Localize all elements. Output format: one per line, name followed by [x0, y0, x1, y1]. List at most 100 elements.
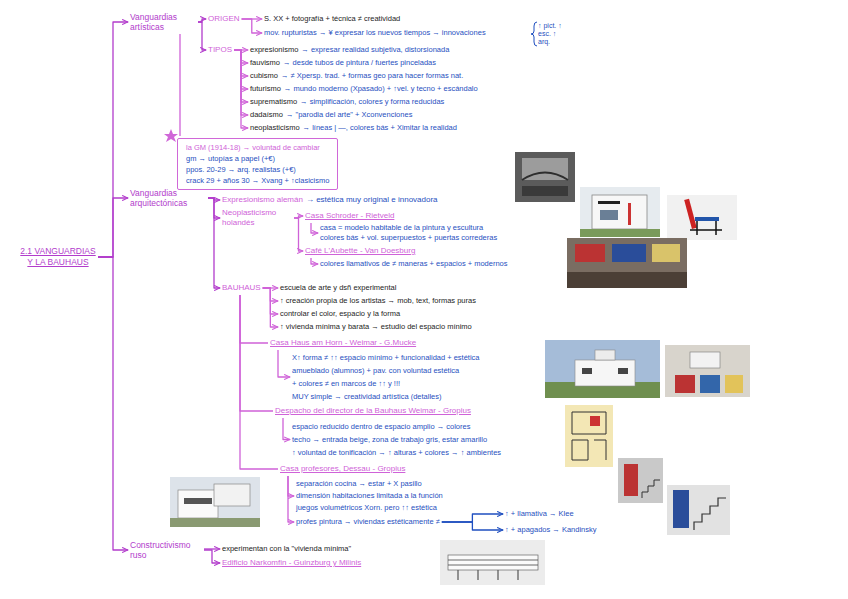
note-line: S. XX + fotografía + técnica ≠ creativid… — [264, 14, 400, 24]
node-text: separación cocina → estar + X pasillo — [296, 478, 443, 490]
photo-detail — [694, 498, 726, 530]
node-text: expresionismo — [250, 45, 298, 55]
branch-connector — [204, 550, 220, 563]
node-text: → líneas | —, colores bás + Ximitar la r… — [303, 123, 457, 133]
node-text: juegos volumétricos Xorn. pero ↑↑ estéti… — [296, 502, 443, 514]
work-title: Edificio Narkomfin - Guinzburg y Milinis — [222, 558, 361, 568]
photo-detail — [628, 203, 631, 225]
branch-connector — [98, 22, 128, 257]
node-text: la GM (1914-18) → voluntad de cambiar — [186, 142, 329, 153]
node-text: dimensión habitaciones limitada a la fun… — [296, 490, 443, 502]
node-text: Edificio Narkomfin - Guinzburg y Milinis — [222, 558, 361, 568]
node-text: cubismo — [250, 71, 278, 81]
branch-connector — [283, 418, 290, 440]
photo-detail — [624, 464, 638, 496]
subtopic: TIPOS — [208, 45, 232, 55]
style-item: neoplasticismo→ líneas | —, colores bás … — [250, 123, 457, 133]
node-text: fauvismo — [250, 58, 280, 68]
node-text: crack 29 + años 30 → Xvang + ↑clasicismo — [186, 175, 329, 186]
photo-detail — [522, 173, 568, 181]
node-text: Casa profesores, Dessau - Gropius — [280, 464, 405, 474]
node-text: ppos. 20-29 → arq. realistas (+€) — [186, 164, 329, 175]
note-line: ↑ + apagados → Kandinsky — [505, 525, 597, 535]
photo-detail — [690, 221, 722, 235]
note-line: profes pintura → viviendas estéticamente… — [296, 517, 440, 527]
photo-detail — [178, 490, 218, 518]
style-item: futurismo→ mundo moderno (Xpasado) + ↑ve… — [250, 84, 478, 94]
node-text: → expresar realidad subjetiva, distorsio… — [301, 45, 449, 55]
photo-detail — [725, 375, 743, 393]
work-title: Casa profesores, Dessau - Gropius — [280, 464, 405, 474]
photo — [667, 195, 737, 240]
node-text: + colores ≠ en marcos de ↑↑ y !!! — [292, 377, 480, 390]
style-item: suprematismo→ simplificación, colores y … — [250, 97, 444, 107]
photo — [667, 485, 730, 535]
bracket — [531, 22, 537, 46]
branch-connector — [442, 514, 503, 522]
node-text: gm → utopías a papel (+€) — [186, 153, 329, 164]
branch-connector — [278, 350, 290, 377]
node-text: ↑ + apagados → Kandinsky — [505, 525, 597, 535]
node-text: → estética muy original e innovadora — [306, 195, 438, 205]
branch-topic: Vanguardias arquitectónicas — [130, 188, 206, 208]
photo — [567, 238, 687, 288]
node-text: escuela de arte y dsñ experimental — [280, 283, 396, 293]
photo-detail — [170, 518, 260, 527]
node-text: Café L'Aubette - Van Doesburg — [305, 246, 415, 256]
branch-connector — [98, 198, 128, 257]
node-text: casa = modelo habitable de la pintura y … — [320, 223, 497, 233]
node-text: → desde tubos de pintura / fuertes pince… — [283, 58, 436, 68]
photo-detail — [590, 416, 600, 426]
branch-connector — [311, 258, 318, 264]
photo-detail — [673, 490, 689, 528]
node-text: controlar el color, espacio y la forma — [280, 309, 400, 319]
work-title: Casa Haus am Horn - Weimar - G.Mucke — [270, 338, 416, 348]
node-text: ↑ vivienda mínima y barata → estudio del… — [280, 322, 472, 332]
branch-connector — [198, 22, 206, 50]
branch-connector — [288, 476, 294, 522]
subtopic: Expresionismo alemán→ estética muy origi… — [222, 195, 438, 205]
photo-detail — [595, 350, 615, 360]
star-symbol — [164, 129, 178, 142]
node-text: ↑ voluntad de tonificación → ↑ alturas +… — [292, 446, 501, 459]
node-text: espacio reducido dentro de espacio ampli… — [292, 420, 501, 433]
note-line: escuela de arte y dsñ experimental — [280, 283, 396, 293]
node-text: → mundo moderno (Xpasado) + ↑vel. y tecn… — [284, 84, 478, 94]
note-line: controlar el color, espacio y la forma — [280, 309, 400, 319]
photo — [545, 340, 660, 398]
node-text: → ≠ Xpersp. trad. + formas geo para hace… — [281, 71, 463, 81]
photo-detail — [592, 195, 647, 229]
branch-connector — [242, 19, 262, 33]
photo-detail — [675, 375, 695, 393]
style-item: cubismo→ ≠ Xpersp. trad. + formas geo pa… — [250, 71, 463, 81]
photo-detail — [695, 217, 719, 221]
node-text: BAUHAUS — [222, 283, 261, 293]
node-text: colores llamativos de ≠ maneras + espaci… — [320, 259, 508, 269]
note-line: ↑ vivienda mínima y barata → estudio del… — [280, 322, 472, 332]
photo-detail — [580, 229, 660, 237]
node-text: Casa Schroder - Rietveld — [305, 211, 394, 221]
photo-detail — [618, 368, 628, 374]
style-item: fauvismo→ desde tubos de pintura / fuert… — [250, 58, 436, 68]
node-text: suprematismo — [250, 97, 297, 107]
node-text: 2.1 VANGUARDIAS Y LA BAUHAUS — [20, 246, 96, 268]
node-text: futurismo — [250, 84, 281, 94]
note-lines: separación cocina → estar + X pasillodim… — [296, 478, 443, 514]
branch-topic: Constructivismo ruso — [130, 540, 202, 560]
root-topic: 2.1 VANGUARDIAS Y LA BAUHAUS — [20, 246, 96, 268]
branch-connector — [442, 522, 503, 530]
photo-detail — [582, 368, 592, 374]
node-text: Expresionismo alemán — [222, 195, 303, 205]
subtopic: BAUHAUS — [222, 283, 261, 293]
work-title: Despacho del director de la Bauhaus Weim… — [275, 406, 471, 416]
branch-connector — [208, 198, 220, 288]
photo-detail — [575, 360, 635, 386]
node-text: Vanguardias artísticas — [130, 12, 196, 32]
photo-detail — [522, 186, 568, 196]
subtopic: Neoplasticismo holandés — [222, 208, 292, 228]
branch-connector — [240, 295, 278, 469]
subtopic: ORIGEN — [208, 14, 240, 24]
photo — [665, 345, 750, 397]
branch-connector — [288, 476, 294, 496]
